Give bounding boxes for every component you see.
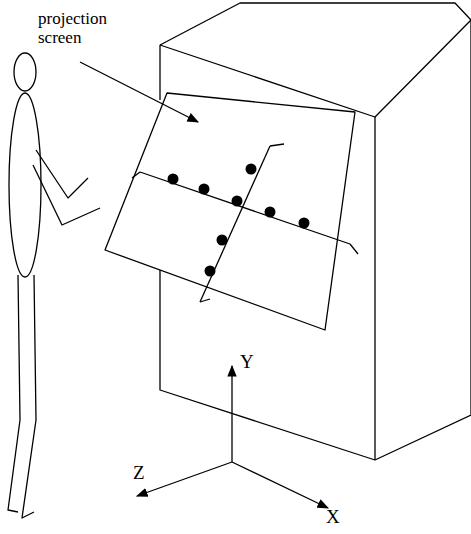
person-leg bbox=[8, 275, 20, 512]
callout-label: projection screen bbox=[38, 10, 128, 47]
screen-dot bbox=[299, 218, 310, 229]
axis-label: Z bbox=[133, 463, 163, 484]
z-axis bbox=[137, 462, 232, 496]
x-axis bbox=[232, 462, 328, 508]
projection-screen bbox=[105, 93, 355, 330]
screen-dot bbox=[199, 184, 210, 195]
screen-dot bbox=[232, 196, 243, 207]
screen-tab bbox=[200, 299, 210, 302]
screen-dot bbox=[168, 174, 179, 185]
screen-dot bbox=[217, 235, 228, 246]
cabinet-edge bbox=[374, 117, 375, 460]
leader-arrow bbox=[80, 62, 198, 122]
axis-label: Y bbox=[240, 352, 270, 373]
person-body bbox=[9, 93, 41, 277]
screen-dot bbox=[246, 164, 257, 175]
screen-tab bbox=[132, 172, 140, 178]
person-arm bbox=[36, 150, 88, 198]
screen-tab bbox=[350, 244, 358, 254]
axis-label: X bbox=[326, 507, 356, 528]
y-axis bbox=[231, 366, 232, 462]
screen-axis bbox=[200, 146, 270, 302]
cabinet-edge bbox=[159, 45, 160, 100]
screen-dot bbox=[265, 207, 276, 218]
person-leg bbox=[22, 275, 36, 518]
person-head bbox=[14, 53, 36, 91]
screen-dot bbox=[205, 266, 216, 277]
screen-axis bbox=[140, 172, 350, 244]
screen-tab bbox=[270, 144, 284, 146]
